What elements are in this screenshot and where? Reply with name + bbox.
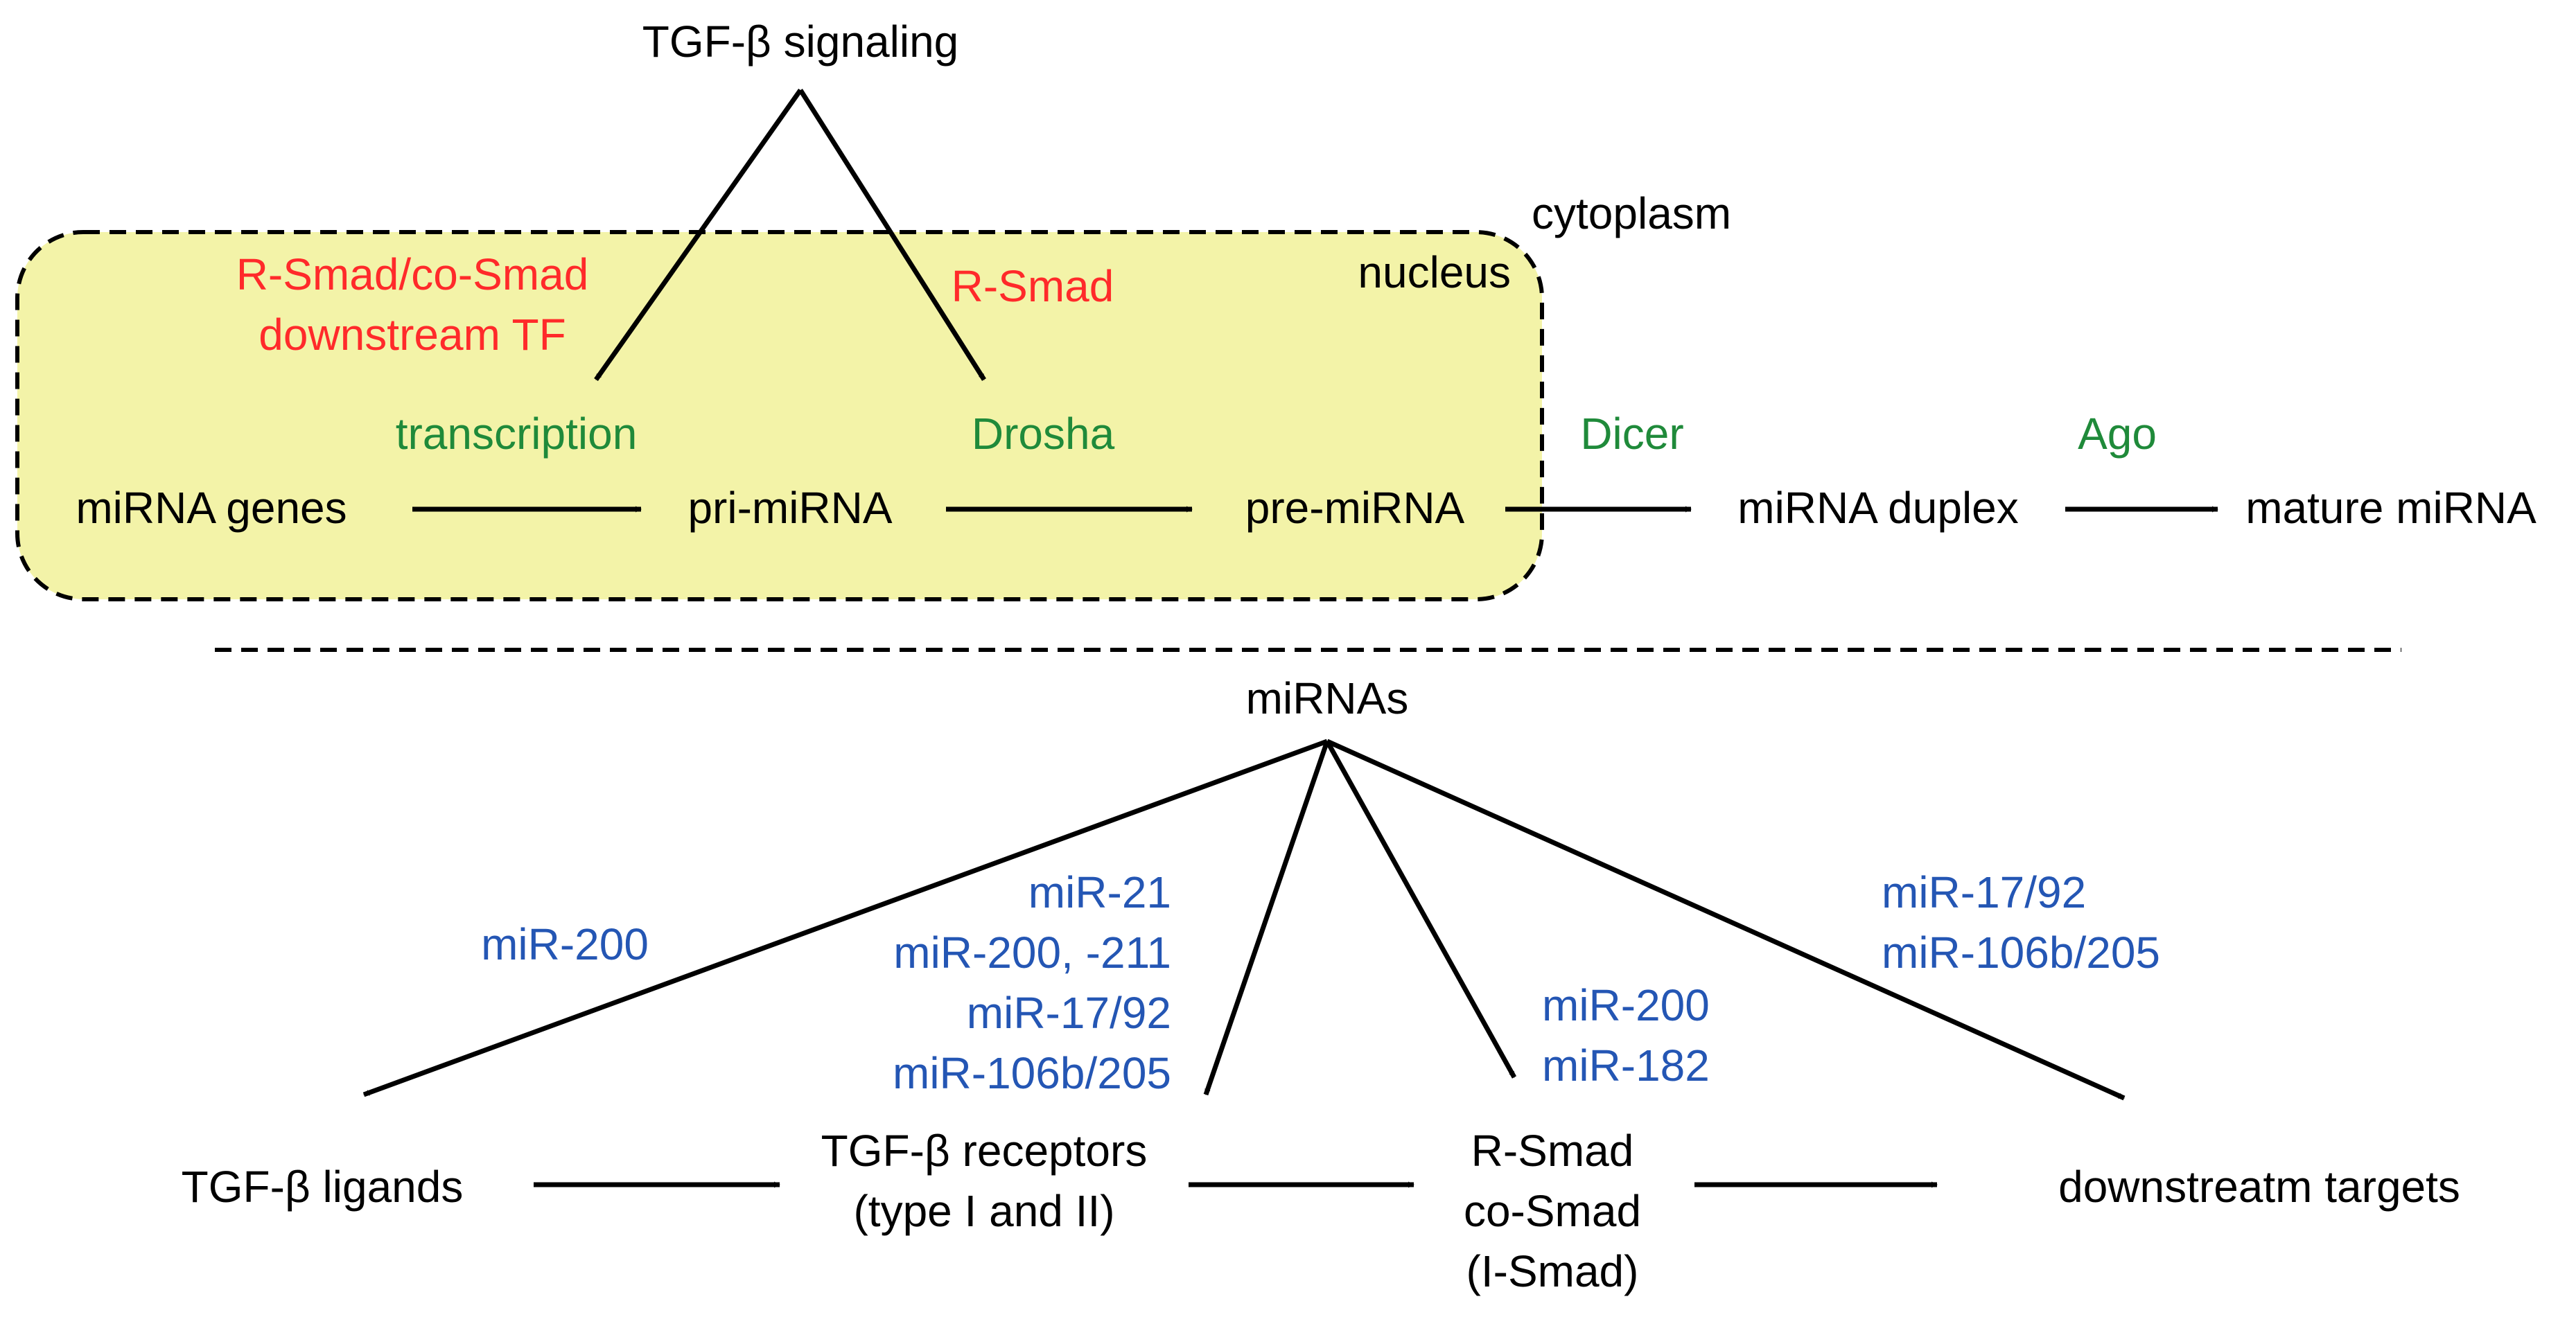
mature-mirna-label: mature miRNA [2245,483,2536,533]
receptors-mirna-line1: miR-21 [1028,867,1171,917]
nucleus-label: nucleus [1358,247,1511,297]
mirnas-source-label: miRNAs [1246,673,1409,723]
ligands-mirna-label: miR-200 [481,919,649,969]
tgf-beta-ligands-label: TGF-β ligands [182,1162,464,1212]
arrow-signal-to-transcription [594,88,803,382]
mirna-genes-label: miRNA genes [76,483,347,533]
tgf-beta-signaling-label: TGF-β signaling [642,17,959,67]
ago-enzyme-label: Ago [2078,409,2157,459]
downstream-targets-label: downstreatm targets [2058,1162,2460,1212]
arrow-mirnas-to-downstream [1326,739,2126,1101]
arrow-signal-to-drosha [798,89,986,381]
transcription-regulator-line1: R-Smad/co-Smad [236,249,589,299]
pre-mirna-label: pre-miRNA [1245,483,1465,533]
drosha-regulator-label: R-Smad [952,261,1114,311]
drosha-enzyme-label: Drosha [972,409,1115,459]
pri-mirna-label: pri-miRNA [687,483,892,533]
arrow-mirnas-to-ligands [362,739,1329,1097]
transcription-enzyme-label: transcription [396,409,638,459]
downstream-mirna-line2: miR-106b/205 [1882,928,2160,978]
receptors-mirna-line4: miR-106b/205 [893,1048,1171,1098]
receptors-mirna-line2: miR-200, -211 [893,928,1171,978]
receptors-mirna-line3: miR-17/92 [967,988,1171,1038]
i-smad-label: (I-Smad) [1466,1246,1639,1296]
downstream-mirna-line1: miR-17/92 [1882,867,2086,917]
smads-mirna-line1: miR-200 [1542,980,1710,1030]
smads-mirna-line2: miR-182 [1542,1041,1710,1090]
transcription-regulator-line2: downstream TF [259,310,566,360]
arrow-mirnas-to-smads [1324,740,1517,1079]
tgf-beta-receptors-line2: (type I and II) [853,1186,1114,1236]
dicer-enzyme-label: Dicer [1580,409,1683,459]
mirna-duplex-label: miRNA duplex [1737,483,2019,533]
tgf-beta-receptors-line1: TGF-β receptors [821,1126,1148,1176]
arrow-mirnas-to-receptors [1203,740,1330,1096]
cytoplasm-label: cytoplasm [1532,188,1731,238]
co-smad-label: co-Smad [1464,1186,1641,1236]
r-smad-label: R-Smad [1471,1126,1634,1176]
